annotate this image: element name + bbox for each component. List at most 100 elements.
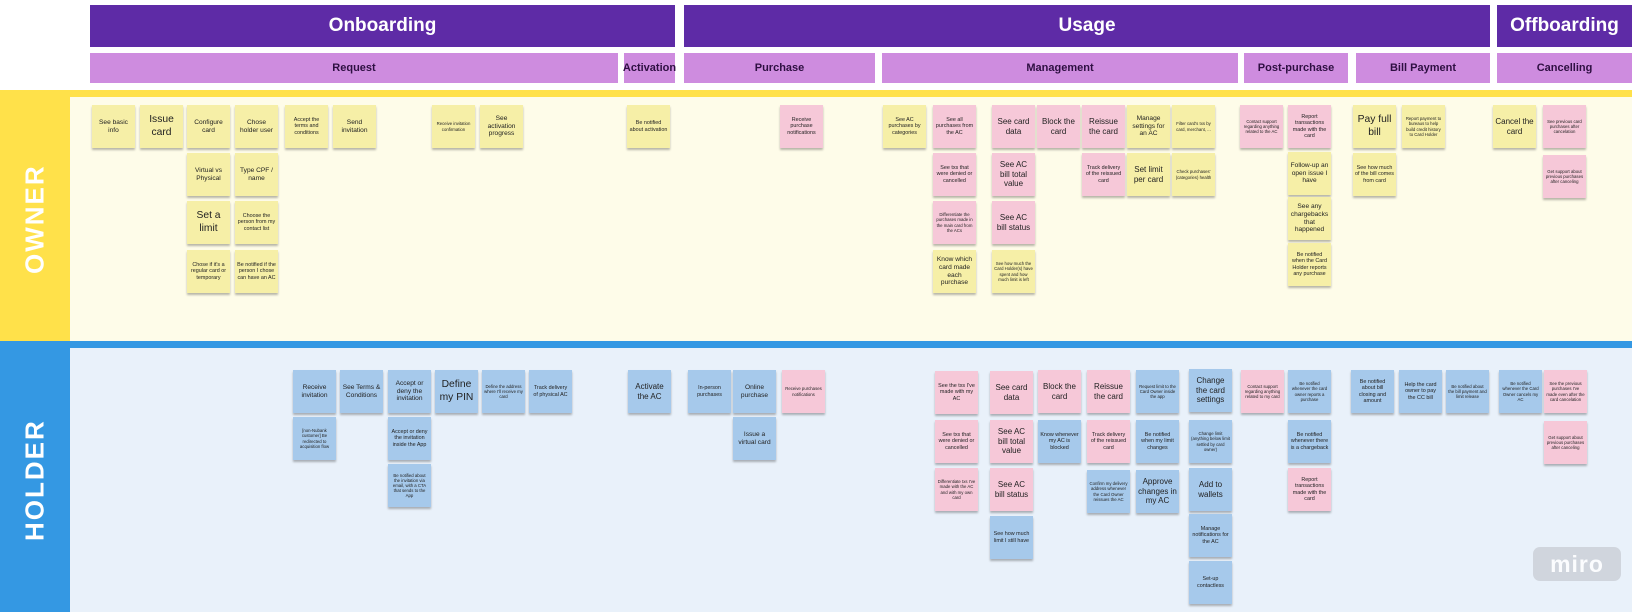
sticky-note[interactable]: See card data [992, 105, 1035, 148]
sticky-note[interactable]: See how much limit I still have [990, 516, 1033, 559]
sticky-note[interactable]: Confirm my delivery address whenever the… [1087, 470, 1130, 513]
sticky-note[interactable]: Chose if it's a regular card or temporar… [187, 250, 230, 293]
subphase-header-purchase[interactable]: Purchase [684, 53, 875, 83]
sticky-note[interactable]: Differentiate txs I've made with the AC … [935, 468, 978, 511]
sticky-note[interactable]: Report payment to bureaus to help build … [1402, 105, 1445, 148]
sticky-note[interactable]: Be notified whenever the card owner repo… [1288, 370, 1331, 413]
phase-header-onboarding[interactable]: Onboarding [90, 5, 675, 47]
sticky-note[interactable]: Contact support regarding anything relat… [1241, 370, 1284, 413]
sticky-note[interactable]: Change limit (anything below limit settl… [1189, 420, 1232, 463]
sticky-note[interactable]: See previous card purchases after cancel… [1543, 105, 1586, 148]
sticky-note[interactable]: Be notified when my limit changes [1136, 420, 1179, 463]
sticky-note[interactable]: See AC bill status [990, 468, 1033, 511]
sticky-note[interactable]: Be notified about the invitation via ema… [388, 464, 431, 507]
sticky-note[interactable]: Add to wallets [1189, 468, 1232, 511]
subphase-header-bill-payment[interactable]: Bill Payment [1356, 53, 1490, 83]
sticky-note[interactable]: Set-up contactless [1189, 561, 1232, 604]
sticky-note[interactable]: Accept or deny the invitation inside the… [388, 417, 431, 460]
sticky-note[interactable]: Be notified about the bill payment and l… [1446, 370, 1489, 413]
sticky-note[interactable]: Manage settings for an AC [1127, 105, 1170, 148]
sticky-note[interactable]: Set limit per card [1127, 153, 1170, 196]
sticky-note[interactable]: See txs that were denied or cancelled [933, 153, 976, 196]
sticky-note[interactable]: Type CPF / name [235, 153, 278, 196]
sticky-note[interactable]: Accept the terms and conditions [285, 105, 328, 148]
sticky-note[interactable]: Get support about previous purchases aft… [1544, 421, 1587, 464]
sticky-note[interactable]: Issue a virtual card [733, 417, 776, 460]
sticky-note[interactable]: See Terms & Conditions [340, 370, 383, 413]
sticky-note[interactable]: See the previous purchases I've made eve… [1544, 370, 1587, 413]
subphase-header-activation[interactable]: Activation [623, 53, 676, 83]
sticky-note[interactable]: Define my PIN [435, 370, 478, 413]
sticky-note[interactable]: See card data [990, 371, 1033, 414]
sticky-note[interactable]: See AC bill status [992, 201, 1035, 244]
sticky-note[interactable]: Be notified about bill closing and amoun… [1351, 370, 1394, 413]
sticky-note[interactable]: See AC bill total value [990, 420, 1033, 463]
subphase-header-cancelling[interactable]: Cancelling [1497, 53, 1632, 83]
sticky-note[interactable]: See how much of the bill comes from card [1353, 153, 1396, 196]
sticky-note[interactable]: Send invitation [333, 105, 376, 148]
sticky-note[interactable]: Change the card settings [1189, 369, 1232, 412]
sticky-note[interactable]: Be notified whenever the Card Owner canc… [1499, 370, 1542, 413]
sticky-note[interactable]: See AC purchases by categories [883, 105, 926, 148]
sticky-note[interactable]: Receive purchase notifications [780, 105, 823, 148]
sticky-note[interactable]: Help the card owner to pay the CC bill [1399, 370, 1442, 413]
sticky-note[interactable]: Issue card [140, 105, 183, 148]
sticky-note[interactable]: Chose holder user [235, 105, 278, 148]
phase-header-usage[interactable]: Usage [684, 5, 1490, 47]
sticky-note[interactable]: Online purchase [733, 370, 776, 413]
sticky-note[interactable]: Receive purchases notifications [782, 370, 825, 413]
sticky-note[interactable]: See txs that were denied or cancelled [935, 420, 978, 463]
sticky-note[interactable]: Know which card made each purchase [933, 250, 976, 293]
sticky-note[interactable]: Configure card [187, 105, 230, 148]
sticky-note[interactable]: See AC bill total value [992, 153, 1035, 196]
sticky-note[interactable]: Virtual vs Physical [187, 153, 230, 196]
sticky-note[interactable]: Define the address where I'll receive my… [482, 370, 525, 413]
sticky-note[interactable]: Approve changes in my AC [1136, 470, 1179, 513]
sticky-note[interactable]: Cancel the card [1493, 105, 1536, 148]
miro-watermark[interactable]: miro [1533, 547, 1621, 581]
sticky-note[interactable]: Receive invitation [293, 370, 336, 413]
sticky-note[interactable]: Follow-up an open issue I have [1288, 152, 1331, 195]
sticky-note[interactable]: Be notified when the Card Holder reports… [1288, 243, 1331, 286]
subphase-header-request[interactable]: Request [90, 53, 618, 83]
sticky-note[interactable]: In-person purchases [688, 370, 731, 413]
sticky-note[interactable]: See the txs I've made with my AC [935, 371, 978, 414]
sticky-note[interactable]: Manage notifications for the AC [1189, 514, 1232, 557]
sticky-note[interactable]: Filter card's txs by card, merchant, ... [1172, 105, 1215, 148]
sticky-note[interactable]: Contact support regarding anything relat… [1240, 105, 1283, 148]
sticky-note[interactable]: Check purchases' (categories) health [1172, 153, 1215, 196]
subphase-header-management[interactable]: Management [882, 53, 1238, 83]
sticky-note[interactable]: See how much the Card Holder(s) have spe… [992, 250, 1035, 293]
sticky-note[interactable]: Get support about previous purchases aft… [1543, 155, 1586, 198]
sticky-note[interactable]: Block the card [1037, 105, 1080, 148]
phase-header-offboarding[interactable]: Offboarding [1497, 5, 1632, 47]
sticky-note[interactable]: Be notified if the person I chose can ha… [235, 250, 278, 293]
sticky-note[interactable]: Track delivery of the reissued card [1087, 420, 1130, 463]
sticky-note[interactable]: Set a limit [187, 201, 230, 244]
sticky-note[interactable]: Accept or deny the invitation [388, 370, 431, 413]
owner-lane-label[interactable]: OWNER [0, 97, 70, 341]
sticky-note[interactable]: See basic info [92, 105, 135, 148]
sticky-note[interactable]: See any chargebacks that happened [1288, 197, 1331, 240]
sticky-note[interactable]: Reissue the card [1087, 370, 1130, 413]
sticky-note[interactable]: Pay full bill [1353, 105, 1396, 148]
sticky-note[interactable]: Request limit to the Card Owner inside t… [1136, 370, 1179, 413]
sticky-note[interactable]: Report transactions made with the card [1288, 105, 1331, 148]
sticky-note[interactable]: Be notified about activation [627, 105, 670, 148]
sticky-note[interactable]: Choose the person from my contact list [235, 201, 278, 244]
sticky-note[interactable]: Reissue the card [1082, 105, 1125, 148]
sticky-note[interactable]: [non-Nubank customer] Be redirected to a… [293, 417, 336, 460]
sticky-note[interactable]: Block the card [1038, 370, 1081, 413]
holder-lane-label[interactable]: HOLDER [0, 348, 70, 612]
sticky-note[interactable]: Receive invitation confirmation [432, 105, 475, 148]
sticky-note[interactable]: Report transactions made with the card [1288, 468, 1331, 511]
sticky-note[interactable]: See activation progress [480, 105, 523, 148]
sticky-note[interactable]: See all purchases from the AC [933, 105, 976, 148]
sticky-note[interactable]: Differentiate the purchases made in the … [933, 201, 976, 244]
sticky-note[interactable]: Be notified whenever there is a chargeba… [1288, 420, 1331, 463]
subphase-header-post-purchase[interactable]: Post-purchase [1244, 53, 1348, 83]
sticky-note[interactable]: Track delivery of physical AC [529, 370, 572, 413]
sticky-note[interactable]: Track delivery of the reissued card [1082, 153, 1125, 196]
sticky-note[interactable]: Activate the AC [628, 370, 671, 413]
sticky-note[interactable]: Know whenever my AC is blocked [1038, 420, 1081, 463]
